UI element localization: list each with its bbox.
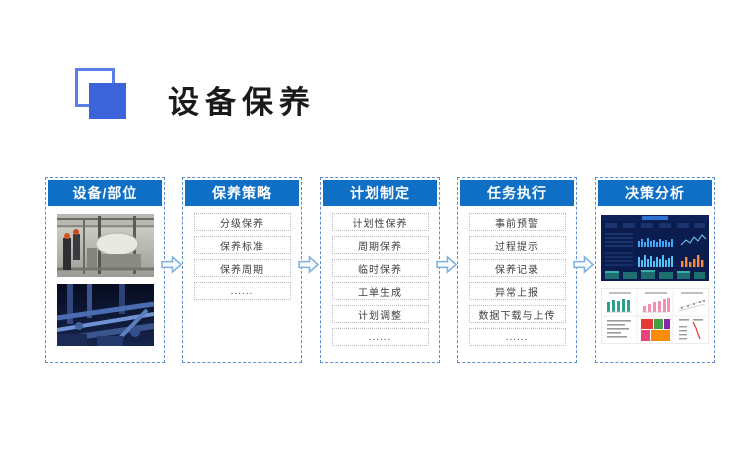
planning-item: 工单生成 xyxy=(331,282,429,300)
strategy-item: 分级保养 xyxy=(193,213,291,231)
execution-item: ...... xyxy=(468,328,566,346)
column-equipment: 设备/部位 xyxy=(45,177,165,363)
strategy-item: 保养周期 xyxy=(193,259,291,277)
column-analysis-header: 决策分析 xyxy=(598,180,712,206)
blue-piping-photo xyxy=(57,284,154,346)
column-planning-header: 计划制定 xyxy=(323,180,437,206)
column-execution: 任务执行 事前预警 过程提示 保养记录 异常上报 数据下载与上传 ...... xyxy=(457,177,577,363)
execution-item: 事前预警 xyxy=(468,213,566,231)
column-execution-header: 任务执行 xyxy=(460,180,574,206)
plant-workers-photo xyxy=(57,214,154,277)
overlapping-squares-icon xyxy=(75,68,131,122)
planning-item: 临时保养 xyxy=(331,259,429,277)
column-planning: 计划制定 计划性保养 周期保养 临时保养 工单生成 计划调整 ...... xyxy=(320,177,440,363)
flow-arrow-icon xyxy=(573,255,595,274)
logo-filled-square xyxy=(89,83,126,119)
column-strategy-header: 保养策略 xyxy=(185,180,299,206)
flow-arrow-icon xyxy=(298,255,320,274)
column-equipment-header: 设备/部位 xyxy=(48,180,162,206)
execution-item: 保养记录 xyxy=(468,259,566,277)
execution-item: 过程提示 xyxy=(468,236,566,254)
flow-arrow-icon xyxy=(436,255,458,274)
execution-item: 数据下载与上传 xyxy=(468,305,566,323)
strategy-item: ...... xyxy=(193,282,291,300)
planning-item: ...... xyxy=(331,328,429,346)
execution-item: 异常上报 xyxy=(468,282,566,300)
column-analysis: 决策分析 xyxy=(595,177,715,363)
bi-dashboard-image xyxy=(601,215,709,281)
planning-item: 计划性保养 xyxy=(331,213,429,231)
planning-item: 计划调整 xyxy=(331,305,429,323)
planning-item: 周期保养 xyxy=(331,236,429,254)
report-charts-image xyxy=(601,288,709,344)
flow-arrow-icon xyxy=(161,255,183,274)
strategy-item: 保养标准 xyxy=(193,236,291,254)
page-title: 设备保养 xyxy=(168,85,316,120)
column-strategy: 保养策略 分级保养 保养标准 保养周期 ...... xyxy=(182,177,302,363)
